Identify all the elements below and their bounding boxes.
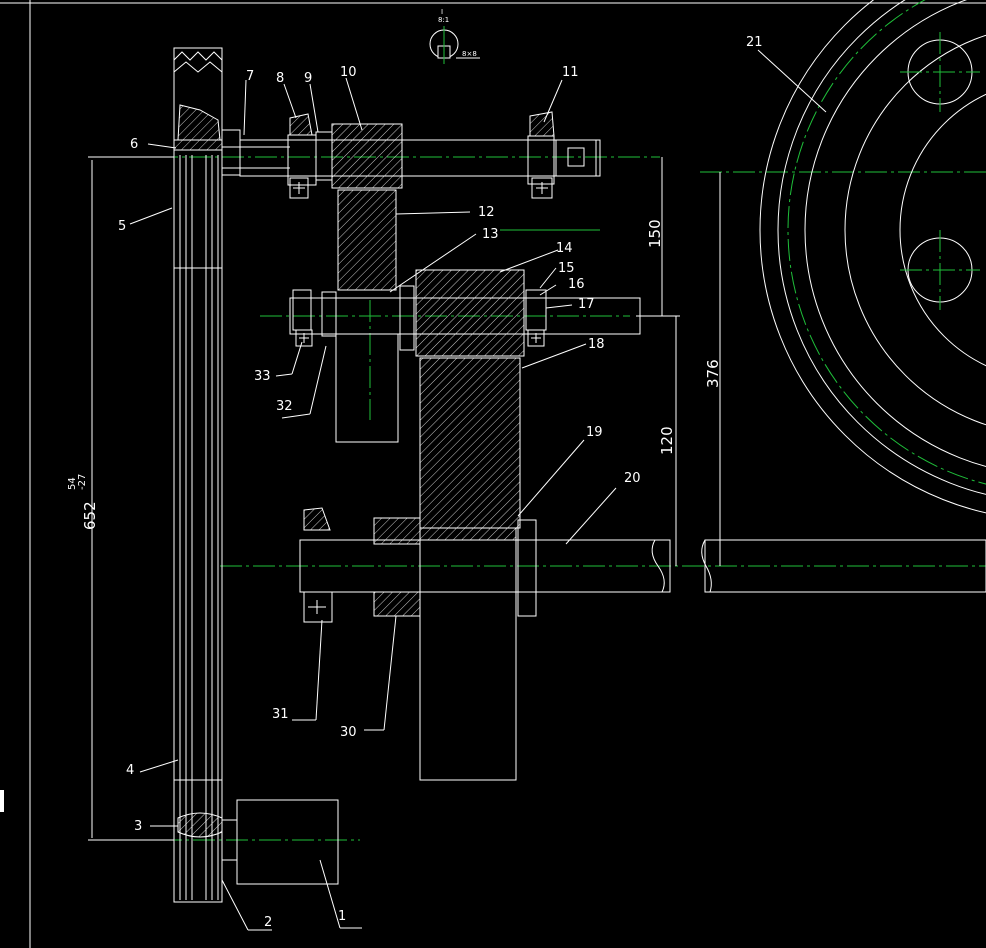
part-label-30: 30: [340, 725, 357, 740]
dim-652-upper: -27: [77, 474, 88, 490]
detail-keyway: 8×8: [462, 50, 477, 58]
part-label-16: 16: [568, 277, 585, 292]
part-label-17: 17: [578, 297, 595, 312]
part-label-20: 20: [624, 471, 641, 486]
part-label-9: 9: [304, 71, 312, 86]
part-label-32: 32: [276, 399, 293, 414]
part-label-13: 13: [482, 227, 499, 242]
dimension-lines: [88, 156, 721, 841]
dim-652: 652: [81, 501, 99, 530]
top-shaft: [239, 111, 601, 291]
part-label-4: 4: [126, 763, 134, 778]
part-label-12: 12: [478, 205, 495, 220]
large-wheel: [759, 0, 986, 514]
part-label-6: 6: [130, 137, 138, 152]
part-label-2: 2: [264, 915, 272, 930]
part-label-10: 10: [340, 65, 357, 80]
part-label-31: 31: [272, 707, 289, 722]
detail-marker: I: [441, 8, 443, 16]
part-label-3: 3: [134, 819, 142, 834]
part-label-8: 8: [276, 71, 284, 86]
bottom-shaft: [299, 507, 986, 781]
motor-block: [221, 799, 339, 885]
dim-150: 150: [646, 219, 664, 248]
part-label-11: 11: [562, 65, 579, 80]
dim-376: 376: [704, 359, 722, 388]
detail-view-key: I 8:1 8×8: [429, 8, 480, 64]
part-label-5: 5: [118, 219, 126, 234]
part-label-18: 18: [588, 337, 605, 352]
leader-lines: [129, 49, 827, 931]
detail-scale: 8:1: [438, 16, 449, 24]
dim-652-lower: 54: [67, 477, 78, 490]
middle-shaft: [289, 269, 641, 529]
part-label-14: 14: [556, 241, 573, 256]
dim-120: 120: [658, 426, 676, 455]
part-label-33: 33: [254, 369, 271, 384]
part-label-21: 21: [746, 35, 763, 50]
part-label-7: 7: [246, 69, 254, 84]
part-label-15: 15: [558, 261, 575, 276]
part-label-19: 19: [586, 425, 603, 440]
centerlines: [90, 156, 986, 841]
belt-pulley-assembly: [173, 47, 290, 903]
part-label-1: 1: [338, 909, 346, 924]
